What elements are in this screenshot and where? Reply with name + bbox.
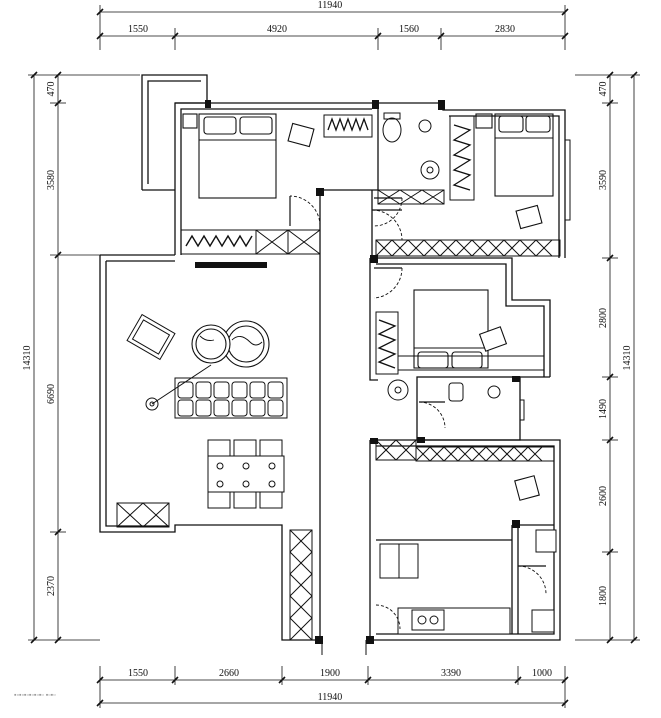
armchair xyxy=(126,313,176,361)
wall-posts xyxy=(205,100,520,644)
bottom-dim-1: 1550 xyxy=(128,668,148,679)
chairs xyxy=(287,122,543,501)
windows xyxy=(519,139,571,421)
top-total-dim: 11940 xyxy=(318,0,343,11)
bottom-dim-4: 3390 xyxy=(441,668,461,679)
right-dim-2: 3590 xyxy=(598,170,609,190)
top-dim-1: 1550 xyxy=(128,24,148,35)
watermark: ▪▫▪▫▪▫▪▫▪▫▪▫ ▪▫▪▫ xyxy=(14,692,56,699)
right-dimensions xyxy=(575,71,640,644)
left-dimensions xyxy=(28,71,140,644)
top-dim-2: 4920 xyxy=(267,24,287,35)
top-dimensions xyxy=(96,5,569,50)
floor-lamp xyxy=(145,364,212,411)
right-total-dim: 14310 xyxy=(622,346,633,371)
bottom-total-dim: 11940 xyxy=(318,692,343,703)
right-dim-6: 1800 xyxy=(598,586,609,606)
kitchen-fixtures xyxy=(379,529,557,635)
entrance-door xyxy=(321,640,367,655)
cabinets xyxy=(116,114,561,641)
sofa xyxy=(174,377,288,419)
bottom-dimensions xyxy=(96,666,569,708)
coffee-tables xyxy=(191,320,270,368)
dining-set xyxy=(207,439,285,509)
bottom-dim-5: 1000 xyxy=(532,668,552,679)
bottom-dim-3: 1900 xyxy=(320,668,340,679)
tv-cabinet xyxy=(195,262,267,268)
top-dim-3: 1560 xyxy=(399,24,419,35)
left-dim-2: 3580 xyxy=(46,170,57,190)
left-dim-3: 6690 xyxy=(46,384,57,404)
bottom-dim-2: 2660 xyxy=(219,668,239,679)
right-dim-3: 2800 xyxy=(598,308,609,328)
right-dim-1: 470 xyxy=(598,82,609,97)
right-dim-5: 2600 xyxy=(598,486,609,506)
beds xyxy=(182,113,554,369)
bath-fixtures xyxy=(382,112,501,402)
door-leaves xyxy=(289,196,546,567)
left-dim-1: 470 xyxy=(46,82,57,97)
top-dim-4: 2830 xyxy=(495,24,515,35)
right-dim-4: 1490 xyxy=(598,399,609,419)
left-dim-4: 2370 xyxy=(46,576,57,596)
left-total-dim: 14310 xyxy=(22,346,33,371)
